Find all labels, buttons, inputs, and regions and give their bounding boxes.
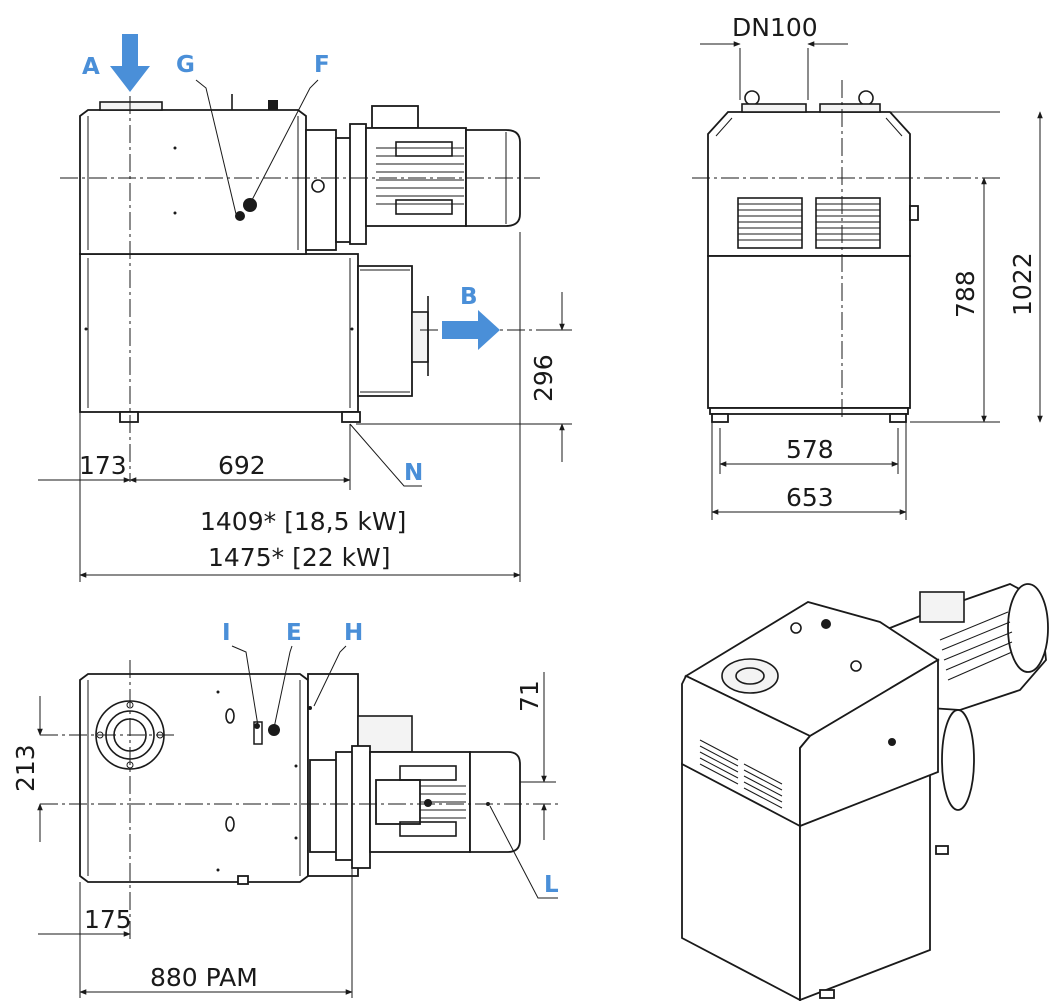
dim-1022: 1022 [1008,252,1037,316]
label-I: I [222,620,231,646]
outlet-arrow-icon [442,310,500,350]
dim-788: 788 [951,270,980,318]
motor-fins-top [420,785,466,819]
label-E: E [286,620,302,646]
top-view [40,645,560,940]
front-view [60,79,560,487]
dim-1475: 1475* [22 kW] [208,543,391,572]
label-F: F [314,52,330,78]
front-view-callouts: A G F B N [82,34,500,486]
label-G: G [176,52,195,78]
port-F [243,198,257,212]
motor-fins-front [376,147,464,205]
label-L: L [544,872,559,898]
front-view-dimensions: 173 692 1409* [18,5 kW] 1475* [22 kW] 29… [38,232,572,582]
dim-1409: 1409* [18,5 kW] [200,507,406,536]
label-B: B [460,284,478,310]
label-A: A [82,54,100,80]
upper-housing [79,109,307,255]
dim-578: 578 [786,435,834,464]
iso-vents [699,739,783,809]
dim-653: 653 [786,483,834,512]
label-H: H [344,620,363,646]
port-G [235,211,245,221]
dim-173: 173 [79,451,127,480]
side-view-dimensions: DN100 788 1022 578 653 [700,13,1043,520]
side-vents [737,197,881,249]
dim-71: 71 [515,680,544,712]
dim-175: 175 [84,905,132,934]
lower-housing [79,253,359,413]
inlet-arrow-icon [110,34,150,92]
dim-880: 880 PAM [150,963,258,992]
side-view [692,80,1000,423]
label-N: N [404,460,423,486]
top-view-dimensions: 175 880 PAM 213 71 [11,672,556,998]
iso-motor-fins [939,611,1013,681]
dim-692: 692 [218,451,266,480]
dim-dn100: DN100 [732,13,818,42]
dim-296: 296 [529,354,558,402]
dim-213: 213 [11,744,40,792]
isometric-view [681,583,1049,1001]
top-view-callouts: I E H L [222,620,559,898]
